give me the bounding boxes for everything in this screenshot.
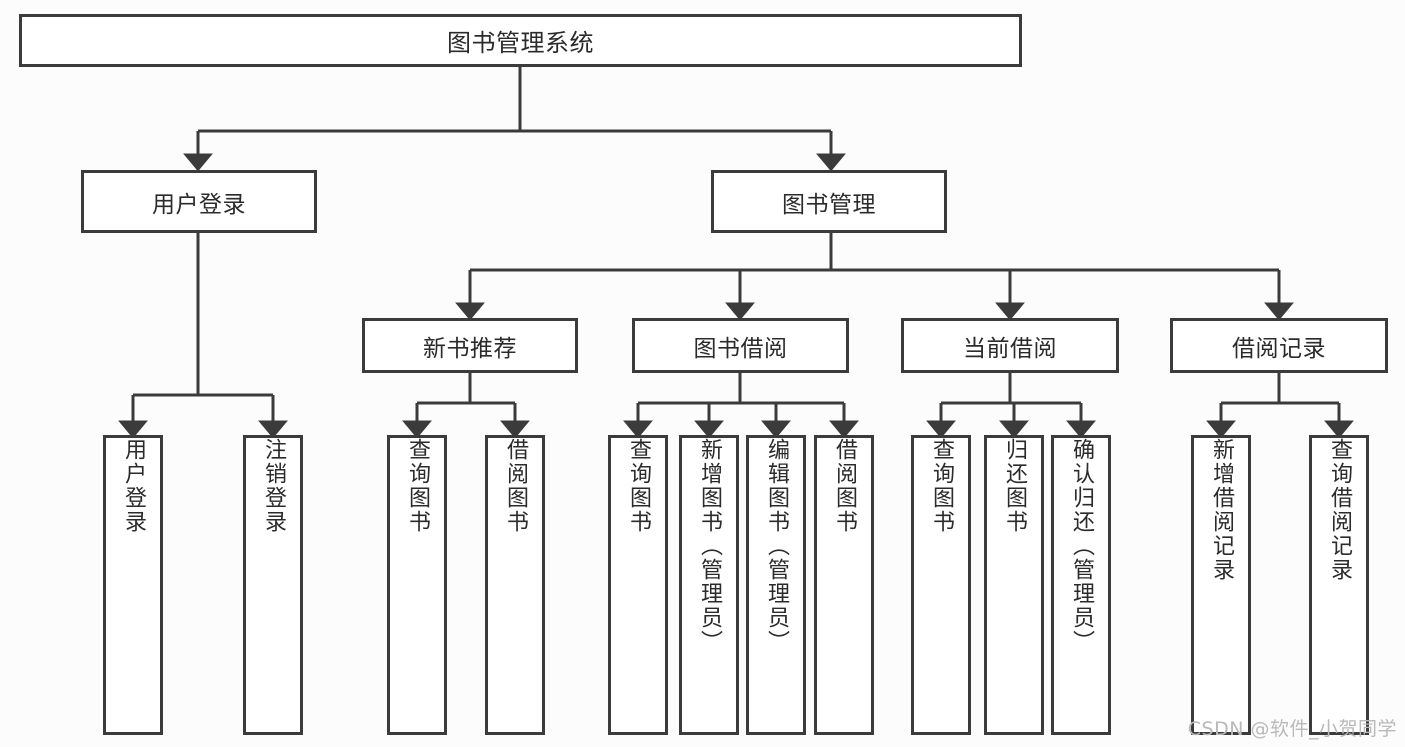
node-leaf-borrow-book-nb-label: 借阅图书: [502, 438, 528, 534]
node-leaf-user-logout-label: 注销登录: [260, 438, 286, 534]
node-leaf-edit-book[interactable]: 编辑图书（管理员）: [746, 435, 806, 735]
node-leaf-confirm-return-label: 确认归还（管理员）: [1068, 438, 1094, 654]
node-borrow-record-label: 借阅记录: [1232, 335, 1326, 362]
node-leaf-query-book-bb[interactable]: 查询图书: [608, 435, 668, 735]
node-current-borrow[interactable]: 当前借阅: [901, 318, 1119, 373]
node-leaf-confirm-return[interactable]: 确认归还（管理员）: [1051, 435, 1111, 735]
node-user-login[interactable]: 用户登录: [81, 170, 317, 233]
node-leaf-add-book[interactable]: 新增图书（管理员）: [679, 435, 739, 735]
node-book-management[interactable]: 图书管理: [711, 170, 947, 233]
node-book-borrow[interactable]: 图书借阅: [632, 318, 849, 373]
node-new-book-recommend-label: 新书推荐: [423, 335, 517, 362]
node-leaf-return-book-label: 归还图书: [1001, 438, 1027, 534]
node-leaf-user-logout[interactable]: 注销登录: [243, 435, 303, 735]
node-leaf-user-login[interactable]: 用户登录: [103, 435, 163, 735]
node-current-borrow-label: 当前借阅: [963, 335, 1057, 362]
node-leaf-edit-book-label: 编辑图书（管理员）: [763, 438, 789, 654]
node-leaf-add-book-label: 新增图书（管理员）: [696, 438, 722, 654]
node-leaf-user-login-label: 用户登录: [120, 438, 146, 534]
node-new-book-recommend[interactable]: 新书推荐: [362, 318, 578, 373]
node-leaf-borrow-book-bb[interactable]: 借阅图书: [814, 435, 874, 735]
node-leaf-query-book-cb-label: 查询图书: [928, 438, 954, 534]
node-leaf-borrow-book-nb[interactable]: 借阅图书: [485, 435, 545, 735]
node-leaf-add-record[interactable]: 新增借阅记录: [1191, 435, 1251, 735]
node-leaf-query-record-label: 查询借阅记录: [1326, 438, 1352, 582]
node-borrow-record[interactable]: 借阅记录: [1170, 318, 1388, 373]
node-book-borrow-label: 图书借阅: [693, 335, 788, 362]
node-root[interactable]: 图书管理系统: [19, 14, 1022, 67]
node-leaf-query-book-nb-label: 查询图书: [404, 438, 430, 534]
node-user-login-label: 用户登录: [152, 191, 246, 218]
csdn-watermark: CSDN @软件_小贺同学: [1187, 718, 1397, 740]
node-leaf-query-book-nb[interactable]: 查询图书: [387, 435, 447, 735]
node-leaf-return-book[interactable]: 归还图书: [984, 435, 1044, 735]
node-leaf-query-book-cb[interactable]: 查询图书: [911, 435, 971, 735]
node-root-label: 图书管理系统: [447, 29, 594, 57]
node-leaf-borrow-book-bb-label: 借阅图书: [831, 438, 857, 534]
node-leaf-query-record[interactable]: 查询借阅记录: [1309, 435, 1369, 735]
node-leaf-query-book-bb-label: 查询图书: [625, 438, 651, 534]
node-book-management-label: 图书管理: [782, 191, 876, 218]
node-leaf-add-record-label: 新增借阅记录: [1208, 438, 1234, 582]
